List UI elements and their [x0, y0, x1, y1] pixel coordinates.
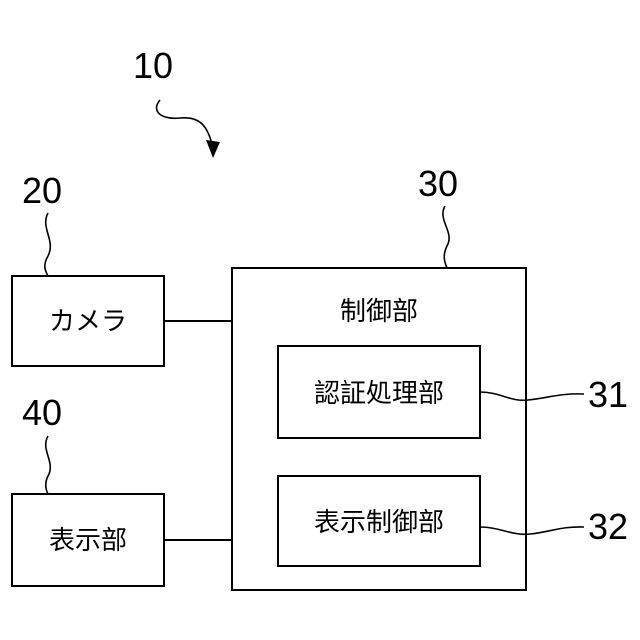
auth-processing-label: 認証処理部 [314, 379, 444, 409]
camera-ref-number: 20 [22, 170, 62, 211]
display-ref-number: 40 [22, 392, 62, 433]
system-ref-arrow-line [157, 100, 213, 148]
controller-ref-number: 30 [418, 163, 458, 204]
display-label: 表示部 [49, 526, 127, 556]
auth-ref-number: 31 [588, 374, 628, 415]
controller-label: 制御部 [340, 297, 418, 327]
system-ref-number: 10 [133, 45, 173, 86]
display-ref-leader [46, 436, 51, 494]
camera-label: カメラ [49, 307, 127, 337]
camera-ref-leader [45, 213, 50, 276]
controller-ref-leader [443, 206, 449, 268]
system-ref-arrowhead [206, 140, 220, 158]
display-control-ref-number: 32 [588, 506, 628, 547]
display-control-label: 表示制御部 [314, 508, 444, 538]
